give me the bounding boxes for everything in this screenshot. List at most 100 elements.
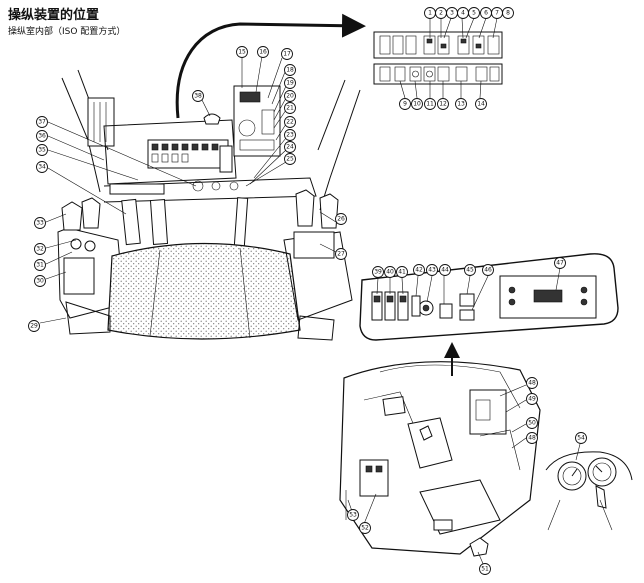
callout-9: 9: [399, 98, 411, 110]
callout-7: 7: [491, 7, 503, 19]
svg-text:14: 14: [477, 101, 485, 108]
callout-23: 23: [284, 129, 296, 141]
callout-labels: 1 2 3 4 5 6 7 8 9 10 11 12 13 14 15 16 1…: [28, 7, 587, 575]
svg-text:26: 26: [337, 216, 345, 223]
svg-text:47: 47: [556, 260, 564, 267]
callout-51: 51: [479, 563, 491, 575]
callout-30: 30: [34, 275, 46, 287]
callout-19: 19: [284, 77, 296, 89]
gauge-detail: [545, 443, 633, 531]
callout-25: 25: [284, 153, 296, 165]
svg-text:40: 40: [386, 269, 394, 276]
callout-39: 39: [372, 266, 384, 278]
svg-text:34: 34: [38, 164, 46, 171]
svg-text:35: 35: [38, 147, 46, 154]
callout-24: 24: [284, 141, 296, 153]
callout-2: 2: [435, 7, 447, 19]
svg-text:2: 2: [439, 10, 443, 17]
svg-text:42: 42: [415, 267, 423, 274]
callout-17: 17: [281, 48, 293, 60]
callout-53: 53: [347, 509, 359, 521]
callout-6: 6: [480, 7, 492, 19]
cab-leader-lines: [39, 55, 337, 324]
svg-text:45: 45: [466, 267, 474, 274]
svg-text:5: 5: [472, 10, 476, 17]
svg-text:23: 23: [286, 132, 294, 139]
svg-text:6: 6: [484, 10, 488, 17]
callout-14: 14: [475, 98, 487, 110]
svg-text:8: 8: [506, 10, 510, 17]
svg-text:3: 3: [450, 10, 454, 17]
svg-text:48: 48: [528, 435, 536, 442]
svg-text:48: 48: [528, 380, 536, 387]
svg-text:16: 16: [259, 49, 267, 56]
svg-text:54: 54: [577, 435, 585, 442]
callout-22: 22: [284, 116, 296, 128]
callout-48-lower: 48: [526, 432, 538, 444]
svg-text:7: 7: [495, 10, 499, 17]
svg-text:43: 43: [428, 267, 436, 274]
page-title: 操纵装置的位置: [8, 8, 100, 23]
callout-44: 44: [439, 264, 451, 276]
lower-cab-view: [339, 361, 541, 567]
svg-text:37: 37: [38, 119, 46, 126]
callout-8: 8: [502, 7, 514, 19]
svg-text:15: 15: [238, 49, 246, 56]
svg-text:49: 49: [528, 396, 536, 403]
callout-18: 18: [284, 64, 296, 76]
svg-text:36: 36: [38, 133, 46, 140]
svg-text:22: 22: [286, 119, 294, 126]
callout-5: 5: [468, 7, 480, 19]
svg-text:10: 10: [413, 101, 421, 108]
callout-1: 1: [424, 7, 436, 19]
svg-text:52: 52: [361, 525, 369, 532]
callout-32: 32: [34, 243, 46, 255]
cab-interior-view: [57, 69, 361, 341]
callout-47: 47: [554, 257, 566, 269]
callout-50: 50: [526, 417, 538, 429]
callout-54: 54: [575, 432, 587, 444]
svg-text:46: 46: [484, 267, 492, 274]
callout-27: 27: [335, 248, 347, 260]
svg-text:17: 17: [283, 51, 291, 58]
svg-text:20: 20: [286, 93, 294, 100]
callout-21: 21: [284, 102, 296, 114]
svg-text:11: 11: [426, 101, 434, 108]
callout-34: 34: [36, 161, 48, 173]
svg-text:33: 33: [36, 220, 44, 227]
callout-20: 20: [284, 90, 296, 102]
callout-48-upper: 48: [526, 377, 538, 389]
callout-33: 33: [34, 217, 46, 229]
callout-49: 49: [526, 393, 538, 405]
svg-text:51: 51: [481, 566, 489, 573]
switch-panel-detail: [373, 17, 503, 99]
callout-15: 15: [236, 46, 248, 58]
callout-3: 3: [446, 7, 458, 19]
svg-text:27: 27: [337, 251, 345, 258]
svg-text:19: 19: [286, 80, 294, 87]
callout-46: 46: [482, 264, 494, 276]
svg-text:32: 32: [36, 246, 44, 253]
svg-text:4: 4: [461, 10, 465, 17]
callout-52: 52: [359, 522, 371, 534]
callout-36: 36: [36, 130, 48, 142]
svg-text:12: 12: [439, 101, 447, 108]
svg-text:39: 39: [374, 269, 382, 276]
svg-text:18: 18: [286, 67, 294, 74]
page-subtitle: 操纵室内部（ISO 配置方式）: [8, 27, 126, 37]
callout-43: 43: [426, 264, 438, 276]
svg-text:53: 53: [349, 512, 357, 519]
callout-12: 12: [437, 98, 449, 110]
callout-40: 40: [384, 266, 396, 278]
callout-11: 11: [424, 98, 436, 110]
callout-29: 29: [28, 320, 40, 332]
svg-text:41: 41: [398, 269, 406, 276]
right-console-panel-detail: [359, 253, 619, 341]
callout-4: 4: [457, 7, 469, 19]
svg-text:50: 50: [528, 420, 536, 427]
callout-42: 42: [413, 264, 425, 276]
callout-38: 38: [192, 90, 204, 102]
svg-text:21: 21: [286, 105, 294, 112]
